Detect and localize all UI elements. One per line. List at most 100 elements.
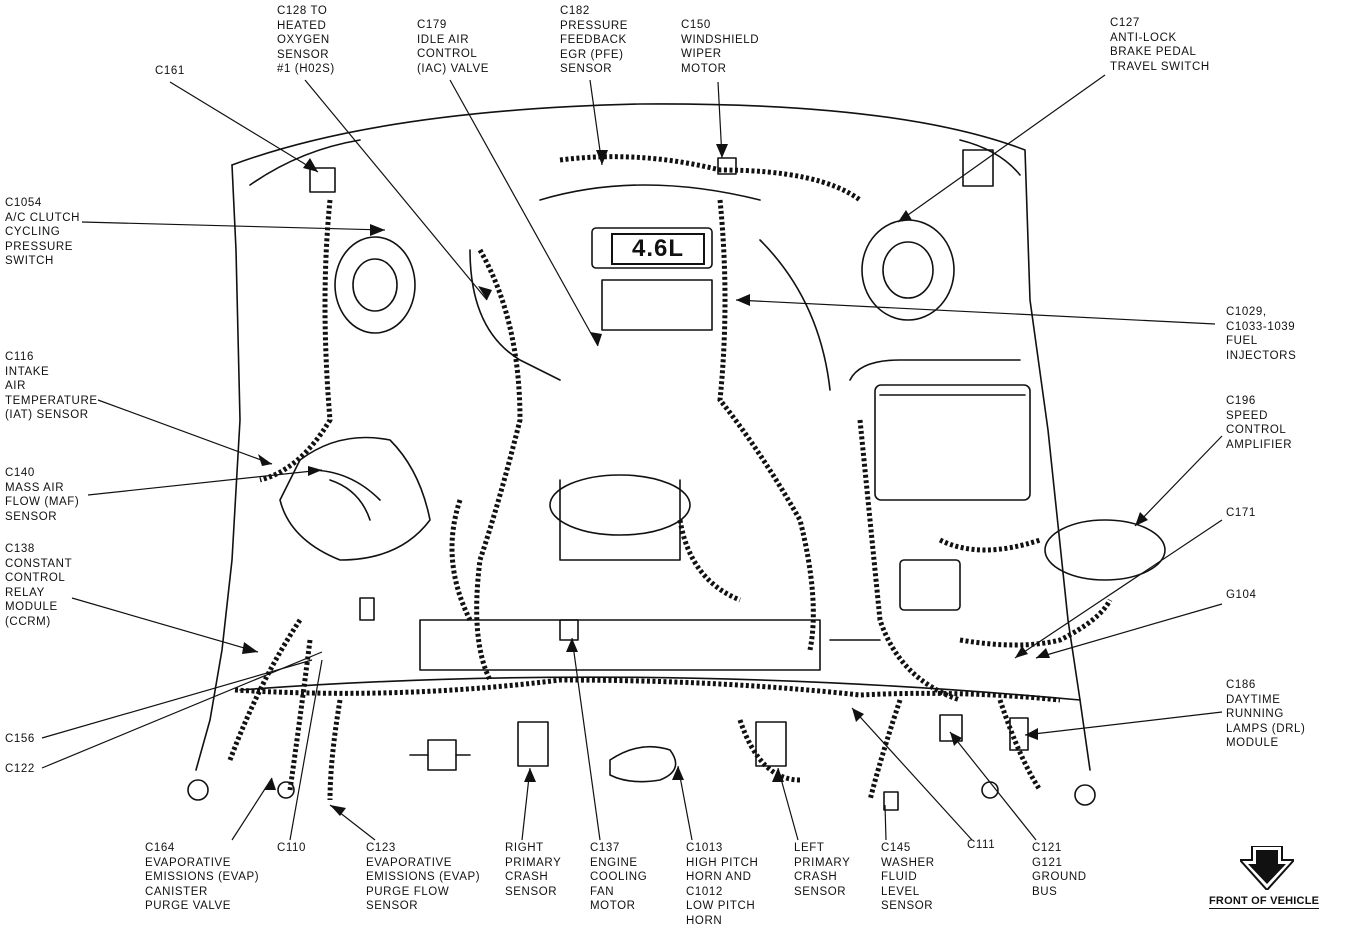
callout-line: LOW PITCH bbox=[686, 900, 756, 913]
callout-line: C122 bbox=[5, 763, 35, 775]
callout-line: HEATED bbox=[277, 19, 327, 32]
callout-line: C156 bbox=[5, 733, 35, 745]
callout-line: ANTI-LOCK bbox=[1110, 31, 1177, 44]
callout-line: C127 bbox=[1110, 17, 1140, 29]
left-fender bbox=[195, 164, 241, 771]
callout-line: G104 bbox=[1226, 589, 1257, 601]
callout-line: SPEED bbox=[1226, 409, 1268, 422]
callout-line: HORN bbox=[686, 914, 723, 927]
callout-line: (IAC) VALVE bbox=[417, 62, 489, 75]
callout-line: (CCRM) bbox=[5, 615, 51, 628]
callout-line: HIGH PITCH bbox=[686, 856, 759, 869]
callout-line: C137 bbox=[590, 842, 620, 854]
callout-line: #1 (H02S) bbox=[277, 63, 335, 76]
leader-c140 bbox=[87, 469, 323, 496]
leader-c196 bbox=[1134, 435, 1223, 527]
front-of-vehicle-arrow-icon bbox=[1240, 846, 1294, 890]
callout-line: C1054 bbox=[5, 197, 42, 209]
callout-line: DAYTIME bbox=[1226, 693, 1281, 706]
callout-line: CANISTER bbox=[145, 885, 208, 898]
callout-line: LAMPS (DRL) bbox=[1226, 722, 1306, 735]
callout-line: G121 bbox=[1032, 856, 1063, 869]
callout-line: RUNNING bbox=[1226, 708, 1284, 721]
callout-line: CRASH bbox=[505, 871, 549, 884]
callout-line: BUS bbox=[1032, 885, 1058, 898]
hood-outline bbox=[231, 103, 1091, 771]
leader-c145 bbox=[884, 804, 887, 841]
callout-line: CONTROL bbox=[5, 572, 66, 585]
air-intake-duct bbox=[279, 436, 431, 561]
callout-line: EMISSIONS (EVAP) bbox=[366, 871, 481, 884]
callout-line: PRIMARY bbox=[794, 856, 851, 869]
leader-c156 bbox=[41, 659, 313, 739]
callout-line: CONTROL bbox=[1226, 424, 1287, 437]
callout-line: PURGE VALVE bbox=[145, 900, 232, 913]
callout-line: C110 bbox=[277, 842, 307, 854]
callout-line: CONSTANT bbox=[5, 557, 73, 570]
callout-line: CONTROL bbox=[417, 48, 478, 61]
callout-line: FLOW (MAF) bbox=[5, 496, 80, 509]
callout-line: FEEDBACK bbox=[560, 34, 627, 47]
leader-c179 bbox=[449, 79, 599, 347]
leader-c121 bbox=[949, 731, 1037, 841]
callout-line: C116 bbox=[5, 351, 35, 363]
callout-c122: C122 bbox=[5, 762, 35, 777]
callout-line: PRIMARY bbox=[505, 856, 562, 869]
callout-line: HORN AND bbox=[686, 871, 752, 884]
callout-line: EVAPORATIVE bbox=[366, 856, 453, 869]
callout-line: C1033-1039 bbox=[1226, 320, 1296, 333]
callout-c111: C111 bbox=[967, 838, 995, 853]
leader-c122 bbox=[41, 651, 323, 769]
callout-line: INTAKE bbox=[5, 365, 50, 378]
callout-line: C1029, bbox=[1226, 306, 1267, 318]
leader-c138 bbox=[71, 597, 259, 653]
callout-line: WIPER bbox=[681, 48, 722, 61]
callout-line: C121 bbox=[1032, 842, 1062, 854]
callout-line: PURGE FLOW bbox=[366, 885, 450, 898]
leader-c116 bbox=[97, 399, 273, 465]
callout-line: SENSOR bbox=[881, 900, 934, 913]
leader-c128 bbox=[304, 79, 488, 301]
callout-line: C161 bbox=[155, 65, 185, 77]
callout-line: A/C CLUTCH bbox=[5, 211, 81, 224]
callout-line: SWITCH bbox=[5, 255, 54, 268]
callout-line: FAN bbox=[590, 885, 615, 898]
callout-line: LEVEL bbox=[881, 885, 920, 898]
callout-line: SENSOR bbox=[277, 48, 330, 61]
engine-displacement-badge: 4.6L bbox=[631, 235, 685, 262]
leader-c186 bbox=[1024, 711, 1223, 736]
callout-line: C179 bbox=[417, 19, 447, 31]
callout-line: C1013 bbox=[686, 842, 723, 854]
leader-c110 bbox=[289, 659, 323, 841]
callout-line: SENSOR bbox=[5, 510, 58, 523]
leader-g104 bbox=[1035, 603, 1223, 659]
callout-line: WINDSHIELD bbox=[681, 33, 760, 46]
callout-line: INJECTORS bbox=[1226, 349, 1297, 362]
callout-g104: G104 bbox=[1226, 588, 1257, 603]
leader-c1029 bbox=[735, 299, 1216, 325]
callout-line: MOTOR bbox=[590, 900, 636, 913]
callout-line: C182 bbox=[560, 5, 590, 17]
right-strut-tower bbox=[861, 219, 955, 321]
callout-line: SENSOR bbox=[366, 900, 419, 913]
leader-c161 bbox=[169, 81, 319, 173]
callout-line: IDLE AIR bbox=[417, 33, 470, 46]
